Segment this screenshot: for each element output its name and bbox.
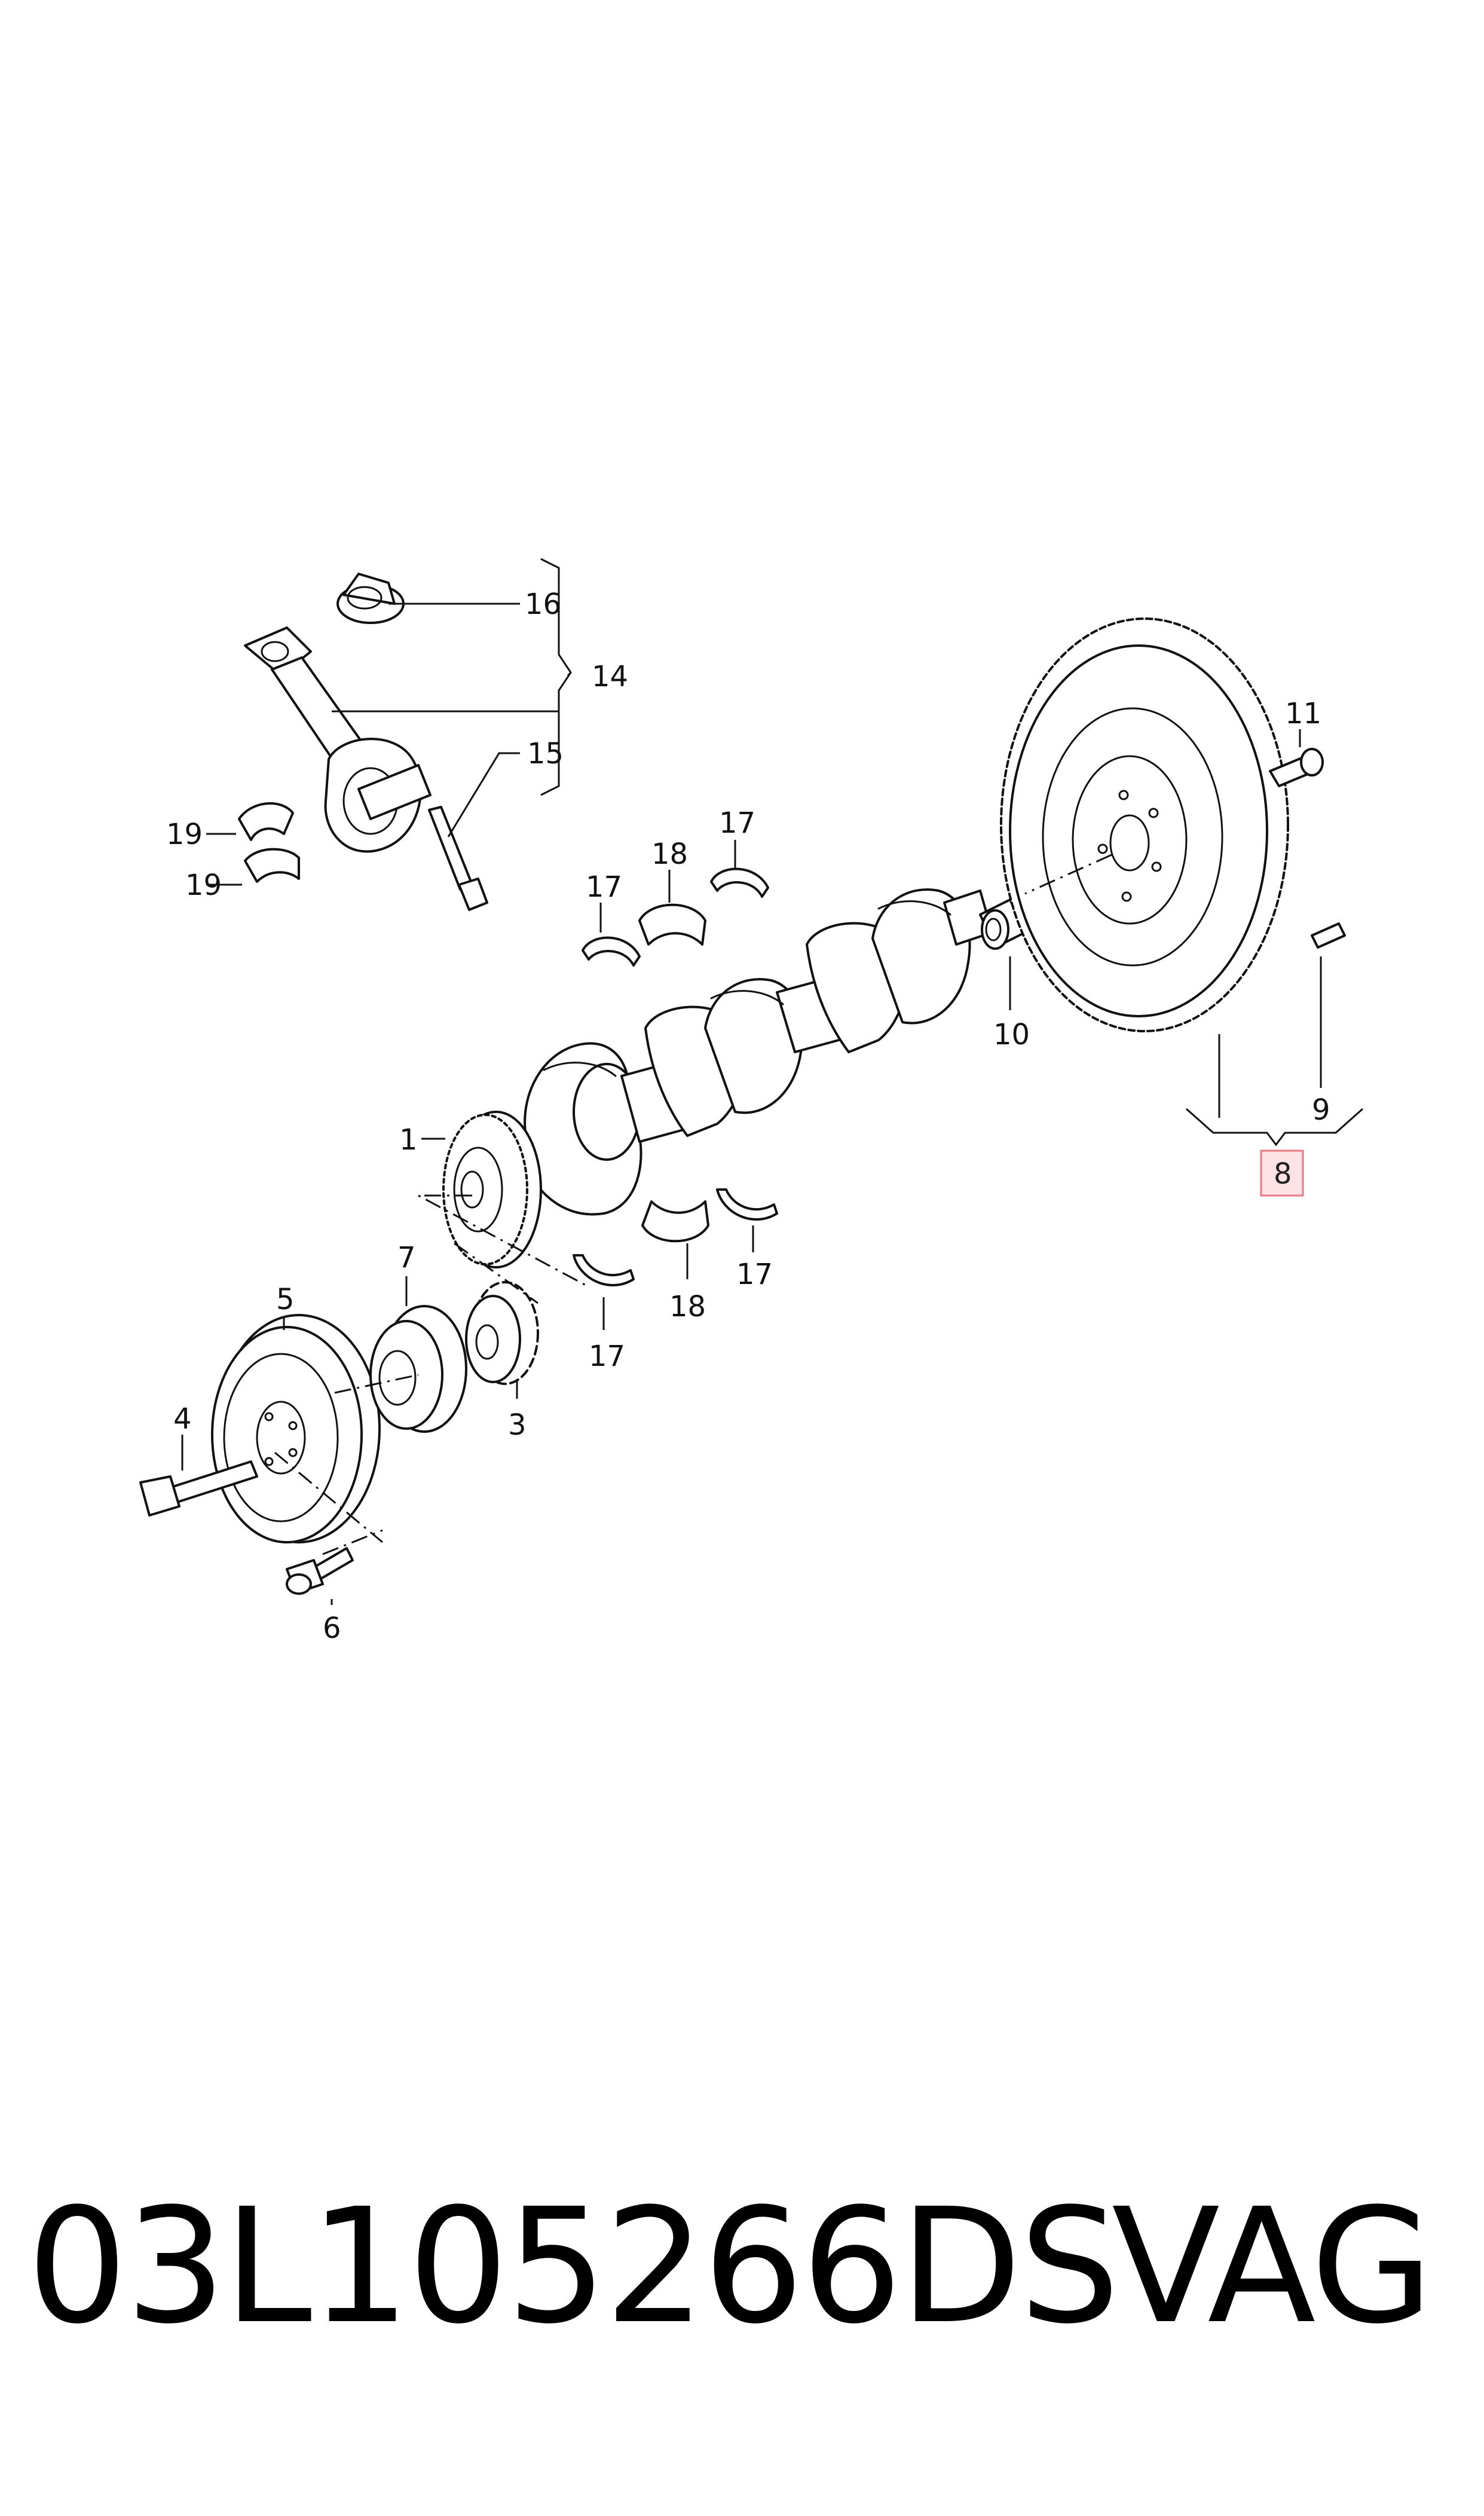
callout-4[interactable]: 4 (173, 1402, 192, 1436)
callout-7[interactable]: 7 (397, 1241, 416, 1274)
callout-11[interactable]: 11 (1285, 697, 1321, 730)
part-4-central-bolt (139, 1460, 258, 1517)
brand-name: VAG (1112, 2175, 1433, 2359)
callout-5[interactable]: 5 (276, 1283, 295, 1316)
part-8-flywheel (1000, 617, 1289, 1032)
callout-17-a[interactable]: 17 (586, 870, 622, 904)
part-3-sprocket (465, 1281, 539, 1385)
part-17-thrust-washer-4 (716, 1188, 778, 1221)
part-14-connecting-rod (244, 626, 432, 853)
part-17-thrust-washer-3 (573, 1254, 635, 1286)
callout-3[interactable]: 3 (508, 1408, 527, 1442)
callout-6[interactable]: 6 (323, 1612, 341, 1645)
callout-17-c[interactable]: 17 (589, 1340, 625, 1373)
callout-14[interactable]: 14 (592, 660, 628, 693)
part-17-thrust-washer-1 (582, 936, 641, 967)
callout-1[interactable]: 1 (399, 1123, 418, 1157)
callout-8-highlighted[interactable]: 8 (1260, 1150, 1304, 1197)
part-17-thrust-washer-2 (710, 867, 769, 898)
crankshaft (477, 888, 993, 1216)
callout-17-d[interactable]: 17 (736, 1258, 773, 1291)
part-5-vibration-damper (211, 1314, 381, 1543)
callout-16[interactable]: 16 (525, 588, 561, 621)
callout-10[interactable]: 10 (993, 1018, 1030, 1051)
part-15-rod-bolt (428, 806, 488, 911)
callout-19-lower[interactable]: 19 (185, 869, 222, 902)
part-18-main-bearing-upper (638, 903, 706, 946)
callout-8[interactable]: 8 (1274, 1157, 1292, 1191)
callout-9[interactable]: 9 (1312, 1093, 1330, 1127)
assembly-axis-lines (274, 854, 1112, 1555)
highlight-box (1260, 1150, 1304, 1197)
callout-18-upper[interactable]: 18 (651, 837, 688, 871)
part-11-flywheel-bolt (1269, 748, 1324, 787)
part-1-crankshaft-gear (442, 1111, 542, 1268)
part-19-bearing-shell-upper (238, 802, 294, 841)
callout-17-b[interactable]: 17 (719, 806, 755, 840)
part-9-dowel-pin (1311, 922, 1346, 949)
leader-lines (181, 558, 1363, 1605)
callout-18-lower[interactable]: 18 (669, 1290, 706, 1323)
callout-labels: 16 14 15 19 19 17 18 17 11 10 9 1 17 18 … (166, 588, 1330, 1645)
part-6-damper-bolt (286, 1547, 354, 1595)
part-19-bearing-shell-lower (244, 848, 300, 883)
part-7-hub (369, 1305, 467, 1433)
part-18-main-bearing-lower (641, 1200, 709, 1243)
callout-19-upper[interactable]: 19 (166, 818, 203, 851)
part-number: 03L105266DS (27, 2175, 1120, 2359)
part-16-bush (336, 573, 405, 624)
callout-15[interactable]: 15 (527, 737, 564, 771)
